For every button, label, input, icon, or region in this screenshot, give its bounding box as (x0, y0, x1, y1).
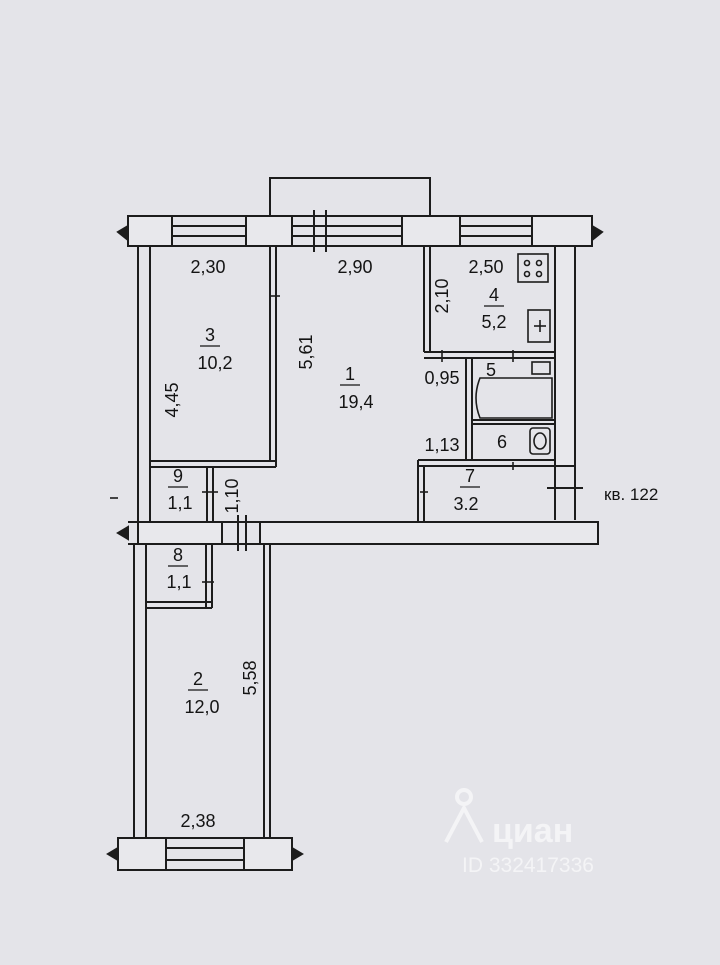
room-7-number: 7 (465, 466, 475, 486)
walls (106, 177, 604, 871)
balcony-outline (269, 177, 431, 215)
room-4-number: 4 (489, 285, 499, 305)
room-7-area: 3.2 (453, 494, 478, 514)
dim-room1-width: 2,90 (337, 257, 372, 277)
dim-room2-width: 2,38 (180, 811, 215, 831)
apartment-number-label: кв. 122 (604, 485, 658, 504)
room-5-number: 5 (486, 360, 496, 380)
dim-corridor-width: 1,10 (222, 478, 242, 513)
stove-icon (517, 253, 549, 283)
room-labels: 3 10,2 1 19,4 4 5,2 5 6 7 3.2 9 1,1 8 1,… (166, 285, 507, 717)
cian-pin-icon (444, 788, 484, 843)
watermark-listing-id: ID 332417336 (462, 854, 594, 877)
dim-room3-depth: 4,45 (162, 382, 182, 417)
toilet-icon (529, 427, 551, 455)
pier (245, 215, 293, 247)
room-1-number: 1 (345, 364, 355, 384)
room-8-area: 1,1 (166, 572, 191, 592)
pier (531, 215, 593, 247)
watermark-brand: циан (492, 812, 573, 850)
room-3-area: 10,2 (197, 353, 232, 373)
cian-watermark: циан ID 332417336 (444, 788, 594, 877)
room-2-number: 2 (193, 669, 203, 689)
pier (401, 215, 461, 247)
dim-room4-width: 2,50 (468, 257, 503, 277)
room-6-number: 6 (497, 432, 507, 452)
room-8-number: 8 (173, 545, 183, 565)
dim-room3-width: 2,30 (190, 257, 225, 277)
fixtures (110, 253, 553, 583)
room-2-area: 12,0 (184, 697, 219, 717)
kitchen-sink-icon (527, 309, 551, 343)
dim-room2-depth: 5,58 (240, 660, 260, 695)
room-9-number: 9 (173, 466, 183, 486)
dimension-labels: 2,30 2,90 2,50 2,10 4,45 5,61 0,95 1,13 … (162, 257, 504, 831)
bathtub-icon (475, 377, 553, 419)
dim-room1-depth: 5,61 (296, 334, 316, 369)
bath-sink-icon (531, 361, 551, 375)
room-3-number: 3 (205, 325, 215, 345)
pier (127, 215, 173, 247)
dim-room4-depth: 2,10 (432, 278, 452, 313)
room-9-area: 1,1 (167, 493, 192, 513)
dim-wc-width: 1,13 (424, 435, 459, 455)
room-1-area: 19,4 (338, 392, 373, 412)
room-4-area: 5,2 (481, 312, 506, 332)
dim-bath-width: 0,95 (424, 368, 459, 388)
